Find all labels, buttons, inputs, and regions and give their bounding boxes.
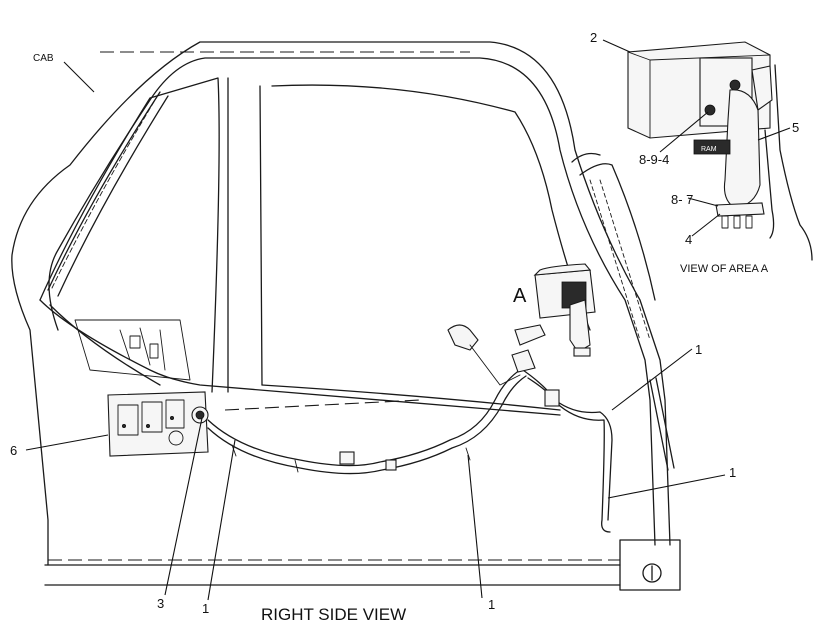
- label-item-8-9-4: 8-9-4: [639, 152, 669, 167]
- label-item-1-right-upper: 1: [695, 342, 702, 357]
- mount-brackets: [447, 324, 546, 386]
- wiring-harness: [207, 367, 613, 533]
- ram-label: RAM: [701, 146, 717, 153]
- view-title: RIGHT SIDE VIEW: [261, 605, 406, 624]
- label-item-1-right-lower: 1: [729, 465, 736, 480]
- cab-frame: [11, 41, 681, 591]
- label-item-5: 5: [792, 120, 799, 135]
- label-item-1-bottom-left: 1: [202, 601, 209, 616]
- switch-panel: [107, 391, 209, 457]
- leader-lines: [25, 39, 791, 601]
- detail-title: VIEW OF AREA A: [680, 263, 769, 275]
- label-item-1-bottom-center: 1: [488, 597, 495, 612]
- connector: [191, 406, 209, 424]
- label-item-3: 3: [157, 596, 164, 611]
- label-cab: CAB: [33, 53, 54, 64]
- detail-view-area-a: RAM: [627, 41, 813, 261]
- label-item-8-7: 8- 7: [671, 192, 693, 207]
- area-a-marker: A: [513, 285, 527, 307]
- label-item-6: 6: [10, 443, 17, 458]
- callout-labels: CAB 2 5 8-9-4 8- 7 4 VIEW OF AREA A 1 1 …: [10, 30, 799, 624]
- label-item-4: 4: [685, 232, 692, 247]
- ram-knob: RAM: [693, 139, 731, 155]
- label-item-2: 2: [590, 30, 597, 45]
- interior-components: [74, 319, 191, 381]
- area-a-display: [533, 263, 596, 357]
